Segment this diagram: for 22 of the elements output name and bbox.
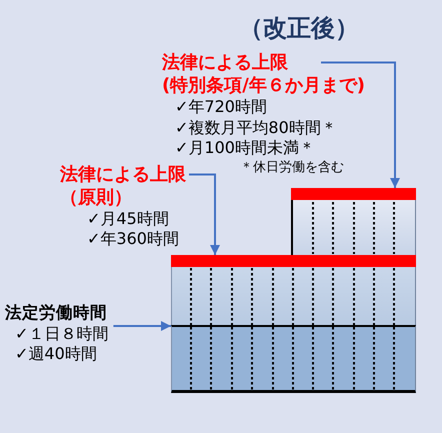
section-heading: 法律による上限 [60, 163, 186, 186]
section-heading: （原則） [60, 186, 132, 209]
middle-band [171, 267, 416, 326]
checklist-item: ✓１日８時間 [15, 324, 108, 344]
footnote: ＊休日労働を含む [240, 160, 344, 176]
checklist-item: ✓複数月平均80時間＊ [175, 118, 337, 138]
arrow [321, 62, 400, 188]
arrow [113, 321, 171, 331]
section-heading: (特別条項/年６か月まで) [162, 74, 366, 97]
page-title: （改正後） [239, 13, 359, 44]
checklist-item: ✓週40時間 [15, 344, 97, 363]
checklist-item: ✓年720時間 [175, 97, 267, 118]
checklist-item: ✓月45時間 [87, 209, 169, 229]
section-heading: 法律による上限 [162, 51, 288, 74]
checklist-item: ✓年360時間 [87, 229, 179, 249]
section-heading: 法定労働時間 [5, 302, 107, 324]
limit-bar [291, 188, 416, 200]
checklist-item: ✓月100時間未満＊ [175, 138, 315, 158]
upper-block [291, 200, 416, 255]
limit-bar [171, 255, 416, 267]
arrow [189, 174, 220, 255]
lower-band [171, 325, 416, 393]
